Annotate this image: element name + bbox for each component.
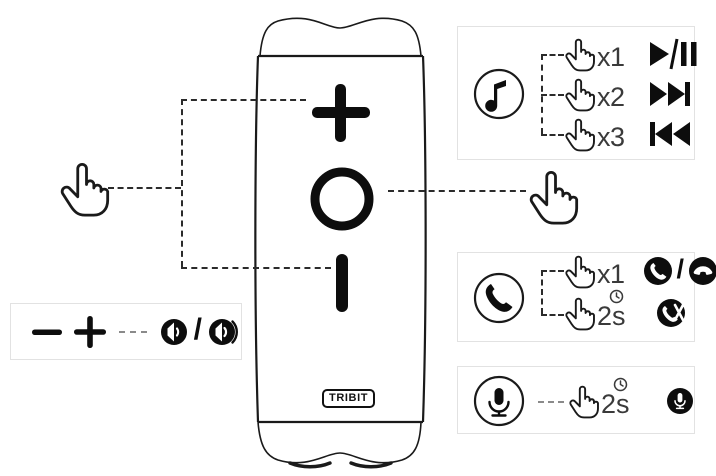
answer-call-icon xyxy=(643,256,673,286)
connector-to-power-button xyxy=(388,190,526,192)
connector-to-volume-up xyxy=(181,99,306,101)
hangup-call-icon xyxy=(688,256,716,286)
connector-left-bracket xyxy=(181,99,183,267)
connector-left-hand xyxy=(108,187,181,189)
microphone-icon xyxy=(473,375,525,427)
voice-row-assistant: 2s xyxy=(566,377,694,421)
music-tap-count-2: x2 xyxy=(597,81,625,112)
minus-icon xyxy=(31,316,63,348)
volume-down-icon xyxy=(159,317,189,347)
call-row-reject: 2s xyxy=(562,289,686,333)
connector-call-row-2 xyxy=(541,314,564,316)
hand-pointer-icon xyxy=(562,117,596,152)
separator-slash: / xyxy=(193,312,202,346)
right-hand-cursor xyxy=(524,168,580,225)
plus-icon xyxy=(312,84,370,142)
volume-up-icon xyxy=(207,317,241,347)
connector-call-row-1 xyxy=(541,270,564,272)
next-track-icon xyxy=(647,79,703,109)
volume-up-button[interactable] xyxy=(310,82,372,144)
reject-call-icon xyxy=(656,298,686,328)
plus-icon xyxy=(73,315,107,349)
volume-legend-panel: / xyxy=(10,303,242,360)
connector-volume xyxy=(119,330,147,333)
call-tap-count-1: x1 xyxy=(597,258,625,289)
circle-icon xyxy=(310,167,374,231)
music-tap-count-3: x3 xyxy=(597,121,625,152)
music-note-icon xyxy=(473,68,525,120)
music-controls-panel: x1 x2 xyxy=(457,26,697,160)
music-row-next-track: x2 xyxy=(562,73,703,115)
music-row-play-pause: x1 xyxy=(562,33,703,75)
music-tap-count-1: x1 xyxy=(597,41,625,72)
connector-music-row-1 xyxy=(541,54,564,56)
minus-icon xyxy=(336,254,348,312)
connector-call-bracket xyxy=(541,270,543,314)
call-hold-duration: 2s xyxy=(597,300,626,331)
hand-pointer-icon xyxy=(566,384,600,419)
previous-track-icon xyxy=(647,119,703,149)
connector-voice xyxy=(538,401,564,403)
connector-music-row-2 xyxy=(541,94,564,96)
left-hand-cursor xyxy=(55,160,111,217)
phone-handset-icon xyxy=(473,272,525,324)
call-controls-panel: x1 / xyxy=(457,252,716,342)
hand-pointer-icon xyxy=(562,37,596,72)
call-row-answer-hangup: x1 / xyxy=(562,251,716,291)
play-pause-icon xyxy=(647,38,703,70)
clock-icon xyxy=(609,289,624,303)
clock-icon xyxy=(613,377,628,391)
music-row-previous-track: x3 xyxy=(562,113,703,155)
brand-logo: TRIBIT xyxy=(322,389,376,408)
hand-pointer-icon xyxy=(562,254,596,289)
voice-hold-duration: 2s xyxy=(601,388,630,419)
volume-down-button[interactable] xyxy=(336,254,348,312)
microphone-filled-icon xyxy=(666,387,694,415)
hand-pointer-icon xyxy=(562,296,596,331)
power-play-button[interactable] xyxy=(309,166,375,232)
separator-slash: / xyxy=(676,253,685,284)
speaker-device-illustration: TRIBIT xyxy=(252,4,428,474)
connector-to-volume-down xyxy=(181,267,331,269)
hand-pointer-icon xyxy=(562,77,596,112)
voice-assistant-panel: 2s xyxy=(457,366,695,434)
connector-music-row-3 xyxy=(541,134,564,136)
